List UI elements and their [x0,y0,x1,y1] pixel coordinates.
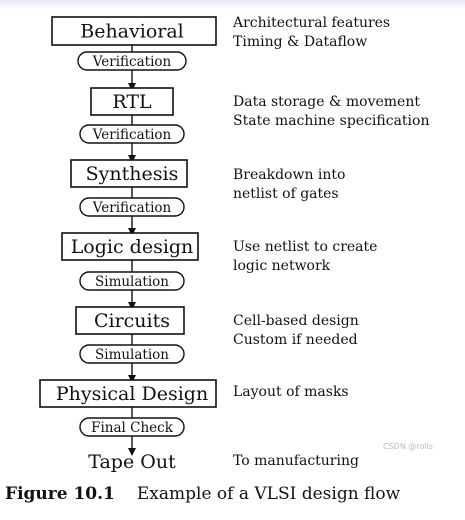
step-box [39,379,217,408]
note-line: Architectural features [233,15,391,31]
tape-out-note: To manufacturing [233,452,359,471]
figure-number: Figure 10.1 [5,484,115,504]
note-line: Cell-based design [233,313,359,329]
note-line: Use netlist to create [233,239,378,255]
figure-caption: Figure 10.1 Example of a VLSI design flow [5,484,400,504]
step-label: Synthesis [86,163,179,185]
step-note: Use netlist to create logic network [233,238,377,276]
step-label: RTL [112,91,152,113]
step-note: Layout of masks [233,383,349,402]
tape-out-label: Tape Out [88,451,176,473]
step-label: Logic design [71,236,194,258]
check-label: Verification [92,200,172,216]
check-label: Verification [92,127,172,143]
watermark: CSDN @rolls [383,442,433,451]
step-box [90,87,174,116]
step-label: Behavioral [80,21,184,43]
note-line: State machine specification [233,113,430,129]
caption-text: Example of a VLSI design flow [136,484,401,504]
step-box [75,306,185,335]
note-line: Layout of masks [233,384,349,400]
step-box [51,16,217,46]
check-label: Final Check [91,420,174,436]
step-note: Breakdown into netlist of gates [233,166,346,204]
step-label: Physical Design [56,383,208,405]
note-line: To manufacturing [233,453,359,469]
check-label: Simulation [95,274,169,290]
note-line: Timing & Dataflow [233,34,368,50]
check-label: Verification [92,54,172,70]
step-box [70,159,188,188]
top-banner [0,0,465,10]
note-line: Breakdown into [233,167,346,183]
check-label: Simulation [95,347,169,363]
step-box [61,232,199,261]
note-line: logic network [233,258,331,274]
note-line: Custom if needed [233,332,358,348]
note-line: Data storage & movement [233,94,420,110]
note-line: netlist of gates [233,186,339,202]
step-label: Circuits [94,310,170,332]
